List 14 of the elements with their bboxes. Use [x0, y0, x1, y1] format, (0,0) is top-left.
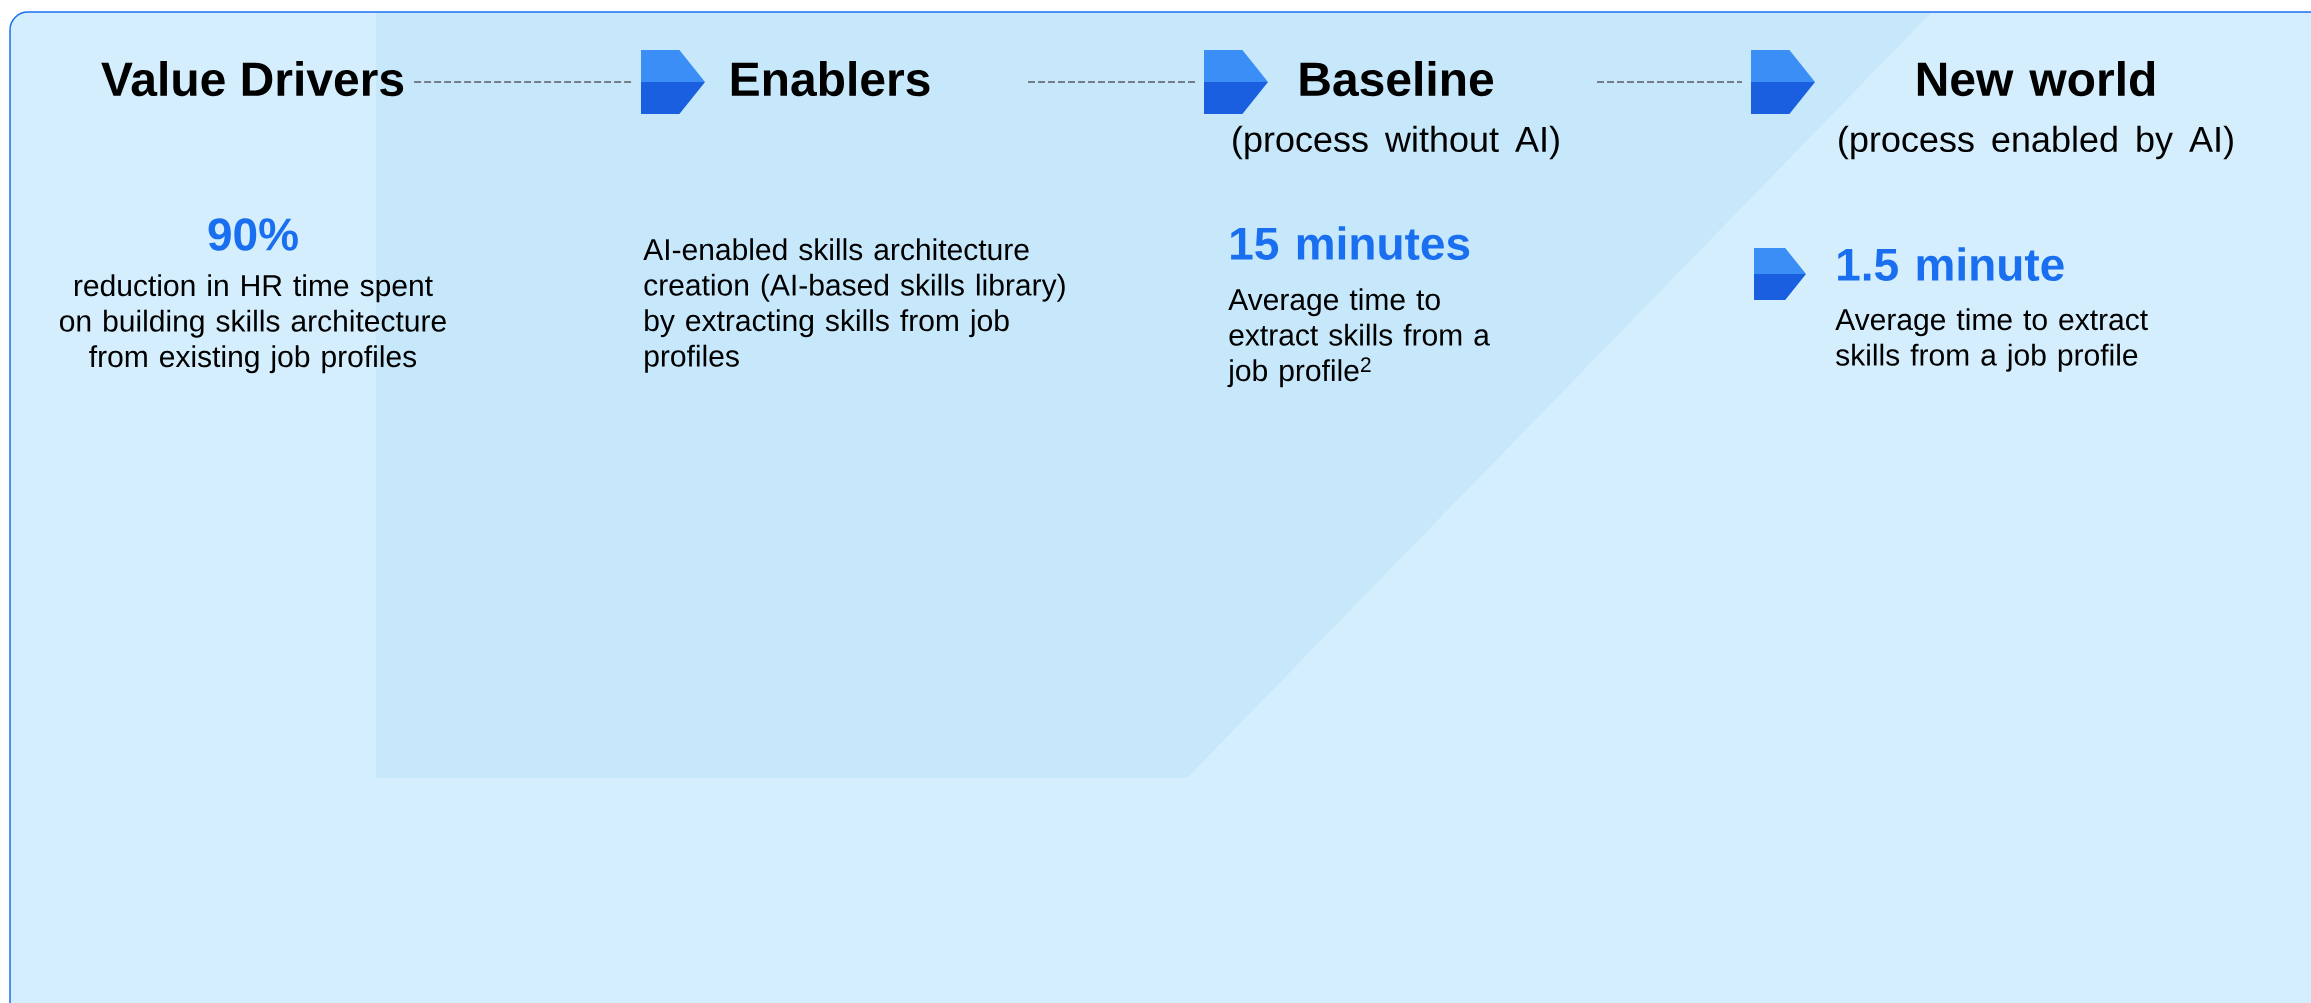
description-text: Average time to extract skills from a job profile	[1835, 308, 2148, 372]
dashed-connector	[1027, 81, 1196, 83]
dashed-connector	[413, 81, 633, 83]
description-text: Average time to extract skills from a job profile$^{2}$	[1227, 288, 1490, 388]
highlight-figure: 90%	[208, 218, 298, 251]
heading: Value Drivers	[101, 61, 404, 97]
heading: Enablers	[731, 61, 930, 97]
heading: New world (process enabled by AI)	[1839, 61, 2233, 160]
heading: Baseline (process without AI)	[1233, 61, 1559, 160]
dashed-connector	[1596, 81, 1743, 83]
description-text: reduction in HR time spent on building skills architecture from existing job profiles	[60, 274, 446, 374]
description-text: AI-enabled skills architecture creation (AI-based skills library) by extracting skills from job profiles	[643, 238, 1065, 373]
highlight-figure: 1.5 minute	[1838, 247, 2064, 281]
highlight-figure: 15 minutes	[1231, 226, 1470, 260]
